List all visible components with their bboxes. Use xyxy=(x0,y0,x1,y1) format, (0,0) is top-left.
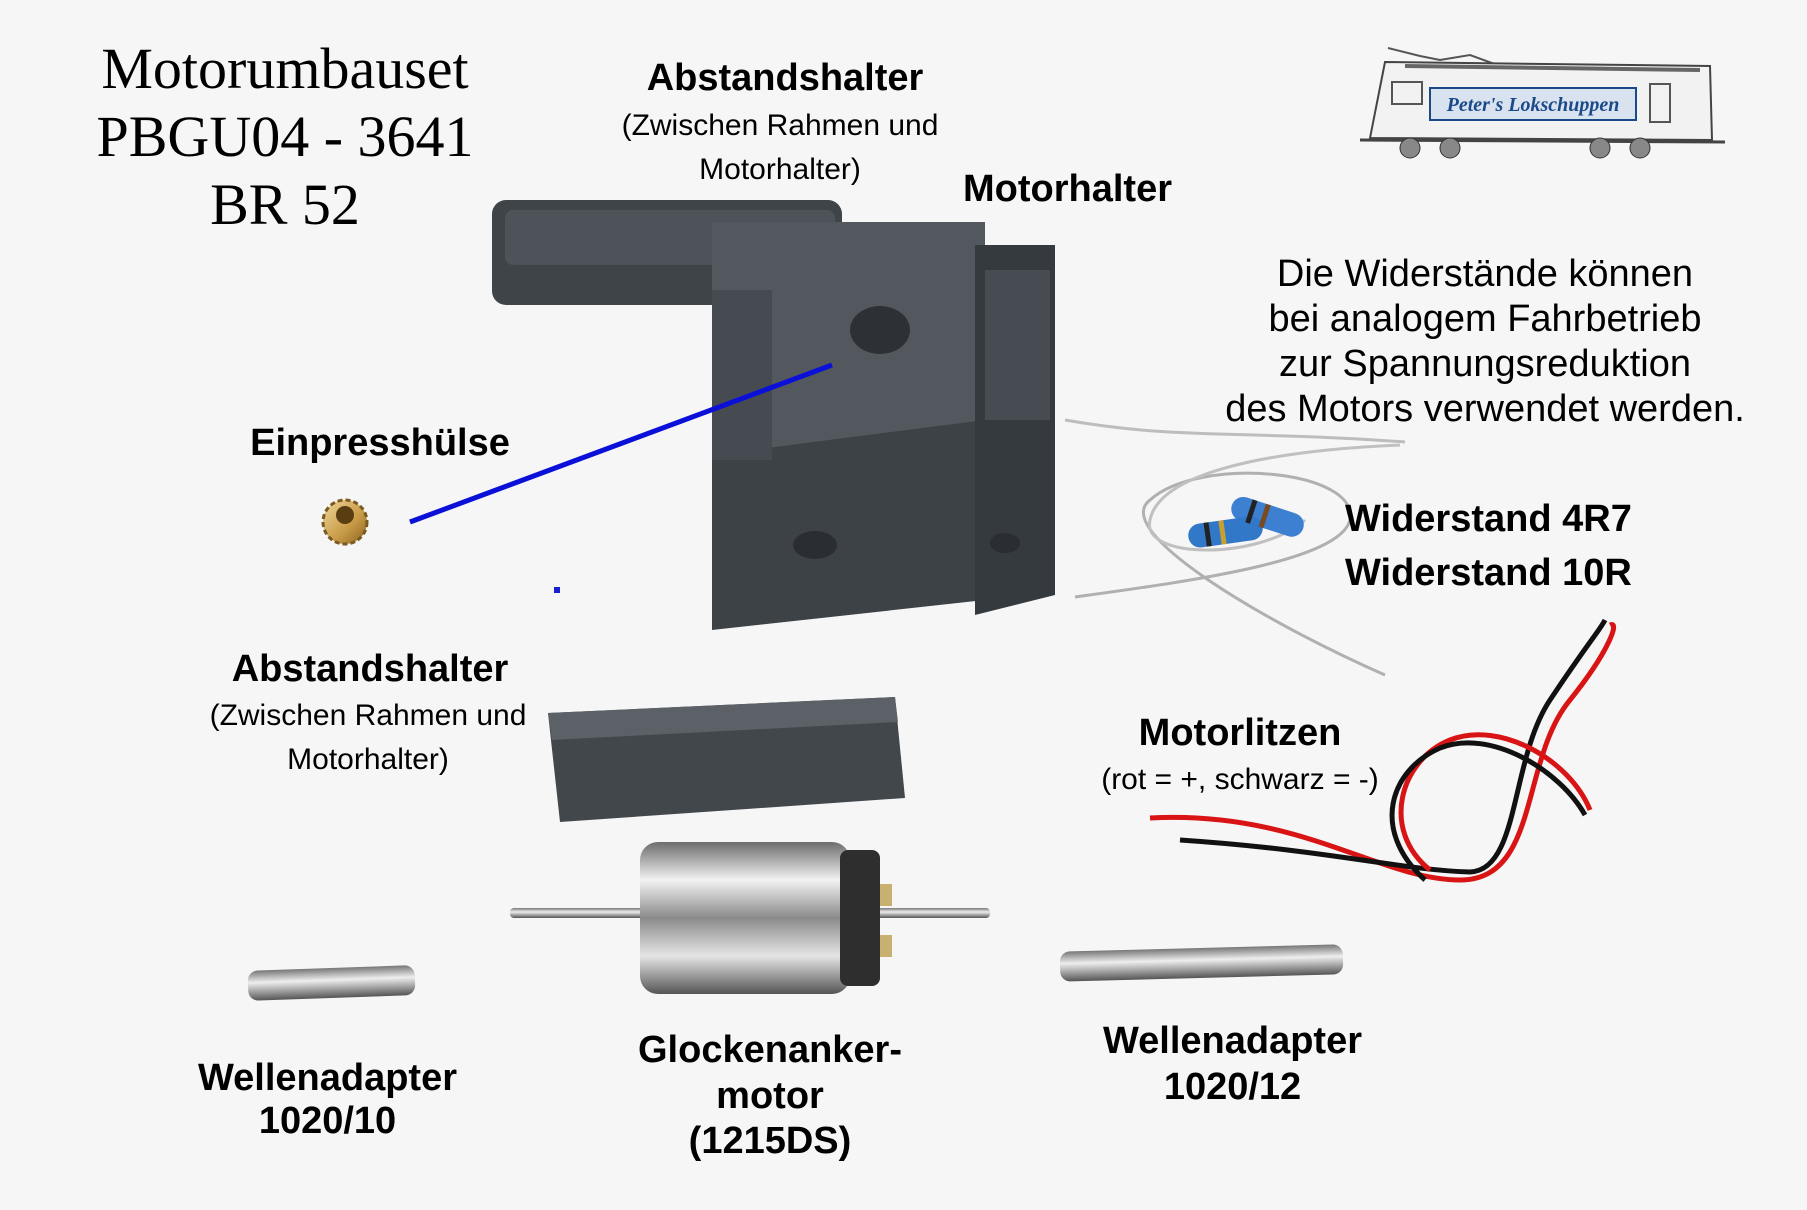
spacer-top-sublabel-1: (Zwischen Rahmen und xyxy=(621,109,939,142)
kit-title-line3: BR 52 xyxy=(210,172,360,237)
motor-holder-label: Motorhalter xyxy=(963,168,1172,210)
shaft-adapter-right-part xyxy=(1059,944,1344,982)
press-sleeve-label: Einpresshülse xyxy=(250,422,510,464)
shaft-adapter-right-label-1: Wellenadapter xyxy=(1102,1020,1363,1062)
kit-title-line2: PBGU04 - 3641 xyxy=(96,104,474,169)
resistor-4r7-label: Widerstand 4R7 xyxy=(1345,498,1632,540)
spacer-top-label: Abstandshalter xyxy=(646,57,924,99)
logo-text: Peter's Lokschuppen xyxy=(1446,94,1620,116)
motor-wires-part xyxy=(1149,618,1617,883)
motor-label-3: (1215DS) xyxy=(688,1120,852,1162)
motor-wires-label: Motorlitzen xyxy=(1138,712,1342,754)
motor-wires-sublabel: (rot = +, schwarz = -) xyxy=(1101,763,1379,796)
spacer-top-sublabel-2: Motorhalter) xyxy=(699,153,861,186)
shaft-adapter-right-label-2: 1020/12 xyxy=(1163,1066,1302,1108)
resistor-note-line4: des Motors verwendet werden. xyxy=(1225,388,1745,430)
resistors-part xyxy=(1064,418,1406,677)
kit-title-line1: Motorumbauset xyxy=(101,36,469,101)
resistor-note-line1: Die Widerstände können xyxy=(1276,253,1694,295)
motor-part xyxy=(510,842,990,994)
pointer-line xyxy=(409,362,833,525)
resistor-note-line2: bei analogem Fahrbetrieb xyxy=(1268,298,1702,340)
spacer-bottom-sublabel-2: Motorhalter) xyxy=(287,743,449,776)
spacer-bottom-part xyxy=(548,697,905,822)
resistor-note-line3: zur Spannungsreduktion xyxy=(1279,343,1691,385)
motor-label-1: Glockenanker- xyxy=(638,1029,902,1071)
shaft-adapter-left-label-2: 1020/10 xyxy=(258,1100,397,1142)
resistor-note: Die Widerstände können bei analogem Fahr… xyxy=(1180,252,1790,432)
lokschuppen-logo: Peter's Lokschuppen xyxy=(1359,47,1726,159)
spacer-bottom-sublabel-1: (Zwischen Rahmen und xyxy=(209,699,527,732)
shaft-adapter-left-label-1: Wellenadapter xyxy=(197,1057,458,1099)
resistor-10r-label: Widerstand 10R xyxy=(1345,552,1632,594)
press-sleeve-part xyxy=(321,498,369,546)
motor-holder-part xyxy=(712,222,1055,630)
shaft-adapter-left-part xyxy=(247,965,416,1001)
spacer-bottom-label: Abstandshalter xyxy=(231,648,509,690)
kit-title: Motorumbauset PBGU04 - 3641 BR 52 xyxy=(40,35,530,239)
motor-label-2: motor xyxy=(716,1075,824,1117)
